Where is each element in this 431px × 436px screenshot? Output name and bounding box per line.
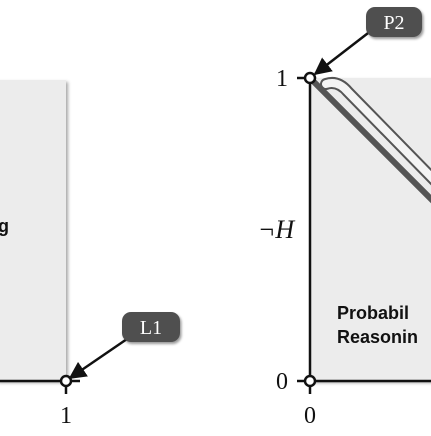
right-region-label-line2: Reasonin bbox=[337, 327, 418, 347]
left-x-tick-label: 1 bbox=[60, 403, 72, 429]
diagonal-line bbox=[307, 75, 431, 204]
right-y-tick-label-bottom: 0 bbox=[276, 369, 288, 395]
diagonal-band-inner bbox=[322, 79, 431, 183]
left-panel: g 1 L1 bbox=[0, 80, 180, 429]
p2-arrow bbox=[313, 29, 373, 76]
l1-callout-label: L1 bbox=[140, 317, 162, 339]
p2-callout-label: P2 bbox=[383, 12, 404, 34]
right-region-label-line1: Probabil bbox=[337, 303, 409, 323]
left-region-label: g bbox=[0, 216, 9, 236]
l1-callout-badge bbox=[122, 312, 180, 342]
left-corner-point bbox=[59, 374, 73, 388]
right-y-axis-label: ¬H bbox=[258, 215, 296, 244]
right-panel: 1 0 0 ¬H Probabil Reasonin P2 bbox=[258, 7, 431, 429]
left-region-box bbox=[0, 80, 66, 381]
right-region-box bbox=[310, 78, 431, 381]
right-y-tick-label-top: 1 bbox=[276, 66, 288, 92]
p2-callout-badge bbox=[366, 7, 422, 37]
right-x-tick-label: 0 bbox=[304, 403, 316, 429]
l1-arrow bbox=[68, 337, 128, 380]
right-top-point bbox=[303, 71, 317, 85]
right-origin-point bbox=[303, 374, 317, 388]
